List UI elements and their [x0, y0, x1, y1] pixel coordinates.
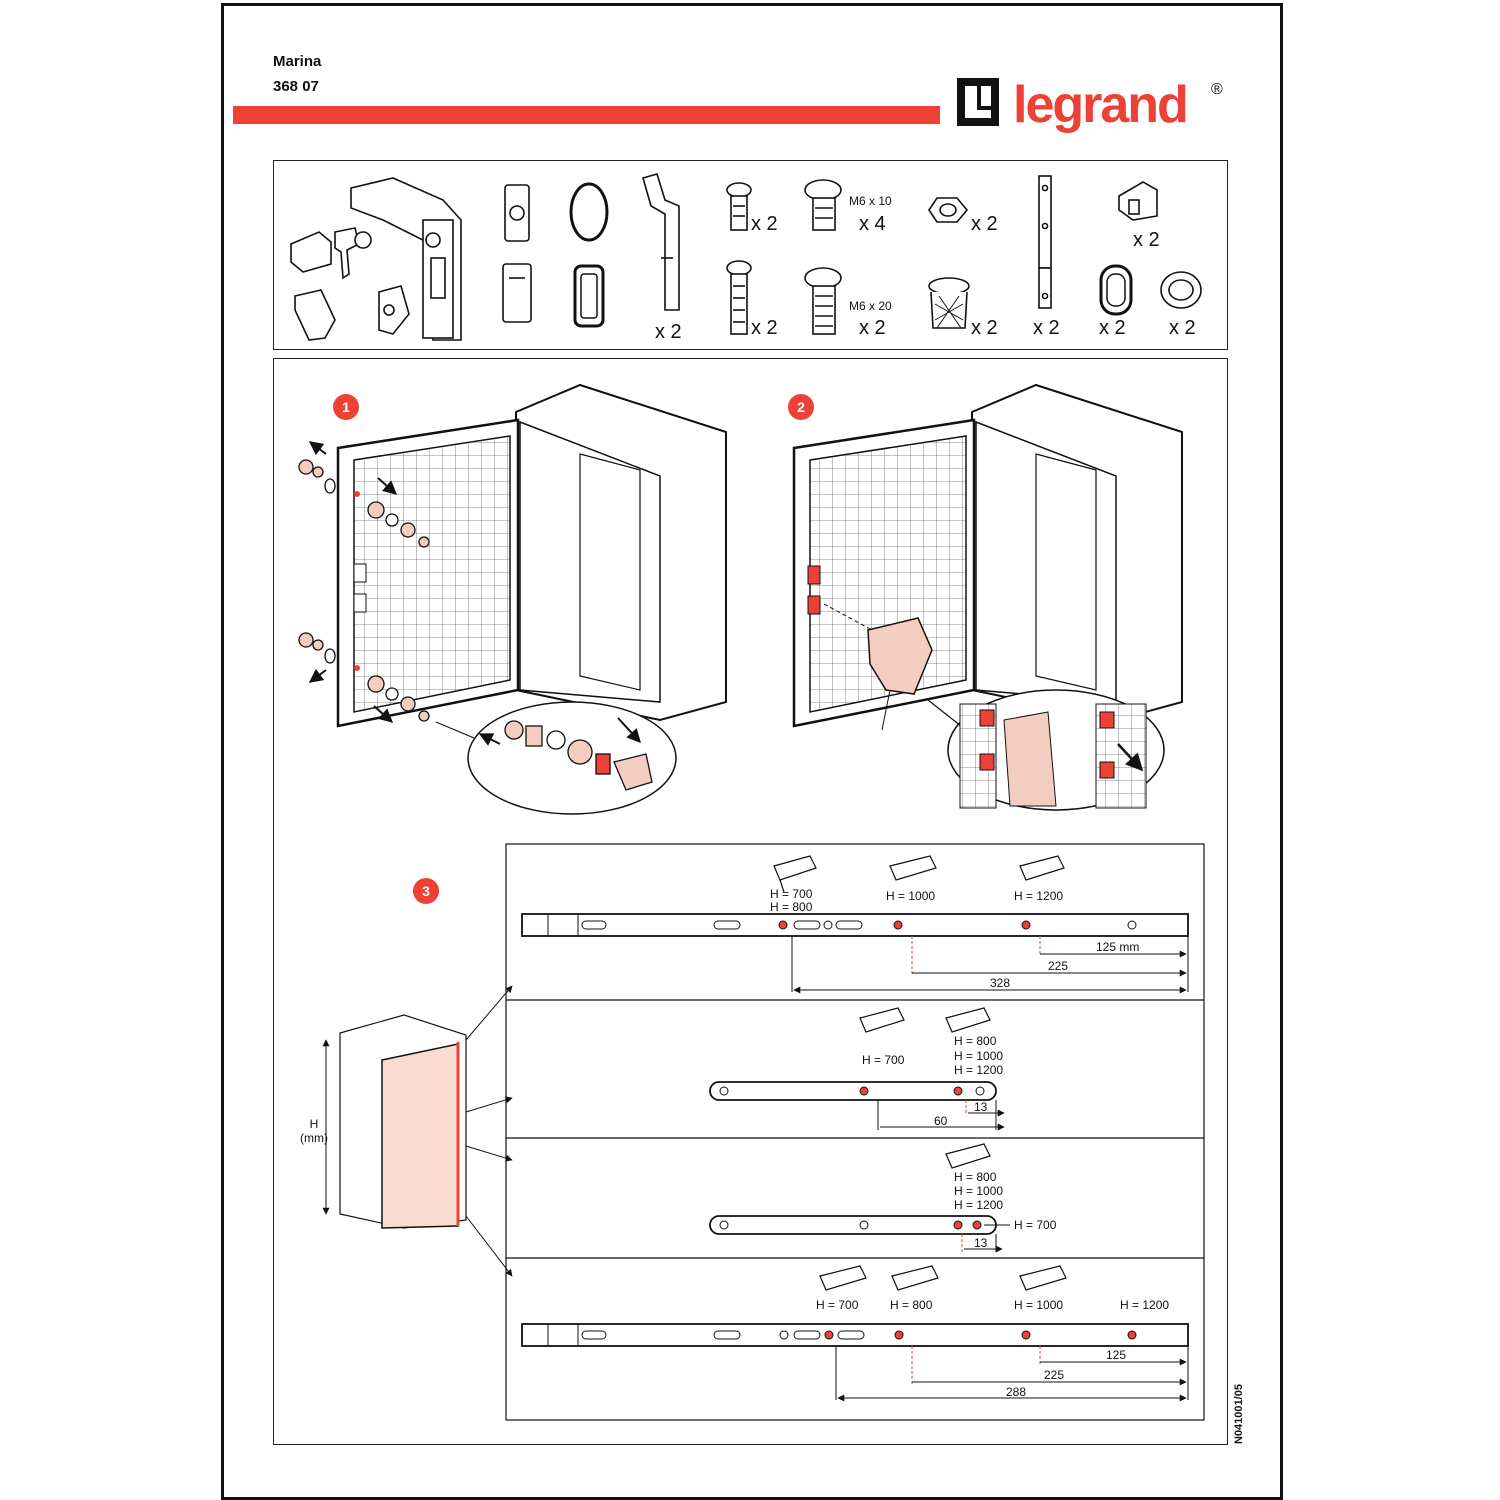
oval-ring-qty: x 2: [1099, 317, 1126, 339]
rail-icon: [642, 173, 680, 311]
step-3-badge: [413, 878, 439, 904]
legrand-logo: legrand ®: [957, 76, 1223, 134]
escutcheon-icon: [502, 184, 532, 323]
registered-mark: ®: [1211, 81, 1223, 98]
r1-h1000: H = 1000: [886, 889, 935, 903]
r2-h1200: H = 1200: [954, 1063, 1003, 1077]
clip-icon: [945, 1143, 991, 1169]
clip-icon: [773, 855, 1065, 893]
document-code: N041001/05: [1233, 1384, 1245, 1444]
small-screw-icon: [726, 182, 752, 231]
r3-h800: H = 800: [954, 1170, 997, 1184]
r1-h700: H = 700: [770, 887, 813, 901]
clip-icon: [859, 1007, 991, 1033]
mount-hole: [1127, 1330, 1137, 1340]
mount-hole: [778, 920, 788, 930]
mount-hole: [972, 1220, 982, 1230]
step-2-diagram: 2: [788, 383, 1183, 811]
legrand-wordmark: legrand: [1013, 76, 1187, 134]
r2-d60: 60: [934, 1114, 948, 1128]
clip-qty: x 2: [1133, 229, 1160, 251]
rail-3: H = 800 H = 1000 H = 1200 H = 700 13: [709, 1143, 1057, 1253]
rail-positions-frame: [505, 843, 1205, 1421]
clip-icon: [1118, 181, 1158, 221]
lock-mechanism-icon: [867, 617, 933, 695]
mount-hole: [824, 1330, 834, 1340]
mount-hole: [893, 920, 903, 930]
nut-qty: x 2: [971, 213, 998, 235]
small-screw-qty: x 2: [751, 213, 778, 235]
m6x20-screw-icon: [804, 267, 842, 335]
cabinet-height-diagram: H (mm): [300, 985, 513, 1277]
r1-h800: H = 800: [770, 900, 813, 914]
nut-icon: [928, 197, 969, 223]
product-reference: 368 07: [273, 78, 319, 95]
step-1-number: 1: [342, 399, 350, 415]
fixing-strip-icon: [1038, 175, 1052, 309]
m6x10-screw-icon: [804, 179, 842, 231]
lock-assembly-icon: [290, 177, 462, 341]
r1-h1200: H = 1200: [1014, 889, 1063, 903]
bushing-qty: x 2: [971, 317, 998, 339]
r4-h1000: H = 1000: [1014, 1298, 1063, 1312]
header-red-bar: [233, 106, 940, 124]
cabinet-height-label: H: [310, 1117, 319, 1131]
r3-h700: H = 700: [1014, 1218, 1057, 1232]
mount-hole: [953, 1220, 963, 1230]
rail-1: H = 700 H = 800 H = 1000 H = 1200 125 mm…: [521, 855, 1189, 994]
product-name: Marina: [273, 53, 322, 70]
long-screw-icon: [726, 260, 752, 335]
r1-d225: 225: [1048, 959, 1068, 973]
rail-2: H = 700 H = 800 H = 1000 H = 1200 13 60: [709, 1007, 1005, 1131]
mount-hole: [859, 1086, 869, 1096]
mount-hole: [1021, 1330, 1031, 1340]
r4-d125: 125: [1106, 1348, 1126, 1362]
r4-h700: H = 700: [816, 1298, 859, 1312]
r4-d288: 288: [1006, 1385, 1026, 1399]
m6x10-label: M6 x 10: [849, 194, 892, 208]
r3-d13: 13: [974, 1236, 988, 1250]
r1-d328: 328: [990, 976, 1010, 990]
parts-list: x 2 x 2 x 2 M6 x 10 x 4 M6 x 20 x 2 x 2 …: [290, 173, 1202, 343]
cabinet-height-unit: (mm): [300, 1131, 328, 1145]
r2-h1000: H = 1000: [954, 1049, 1003, 1063]
r2-d13: 13: [974, 1100, 988, 1114]
r2-h800: H = 800: [954, 1034, 997, 1048]
m6x20-label: M6 x 20: [849, 299, 892, 313]
oval-ring-icon: [1099, 264, 1133, 316]
legrand-symbol-icon: [957, 78, 999, 126]
step-1-diagram: 1: [298, 383, 727, 815]
mount-hole: [1021, 920, 1031, 930]
mount-hole: [953, 1086, 963, 1096]
r3-h1000: H = 1000: [954, 1184, 1003, 1198]
strip-qty: x 2: [1033, 317, 1060, 339]
round-ring-icon: [1160, 271, 1202, 309]
step-1-badge: [333, 394, 359, 420]
step-3-number: 3: [422, 883, 430, 899]
r4-h800: H = 800: [890, 1298, 933, 1312]
bushing-icon: [928, 277, 970, 329]
long-screw-qty: x 2: [751, 317, 778, 339]
r3-h1200: H = 1200: [954, 1198, 1003, 1212]
clip-icon: [819, 1265, 1067, 1291]
rail-qty: x 2: [655, 321, 682, 343]
round-ring-qty: x 2: [1169, 317, 1196, 339]
m6x10-qty: x 4: [859, 213, 886, 235]
step-2-number: 2: [797, 399, 805, 415]
gasket-ring-icon: [569, 182, 609, 328]
r1-d125: 125 mm: [1096, 940, 1139, 954]
step-3-diagram: 3 H (mm): [300, 843, 1205, 1421]
r4-h1200: H = 1200: [1120, 1298, 1169, 1312]
step-2-badge: [788, 394, 814, 420]
m6x20-qty: x 2: [859, 317, 886, 339]
rail-4: H = 700 H = 800 H = 1000 H = 1200 125 22…: [521, 1265, 1189, 1402]
r4-d225: 225: [1044, 1368, 1064, 1382]
mount-hole: [894, 1330, 904, 1340]
r2-h700: H = 700: [862, 1053, 905, 1067]
